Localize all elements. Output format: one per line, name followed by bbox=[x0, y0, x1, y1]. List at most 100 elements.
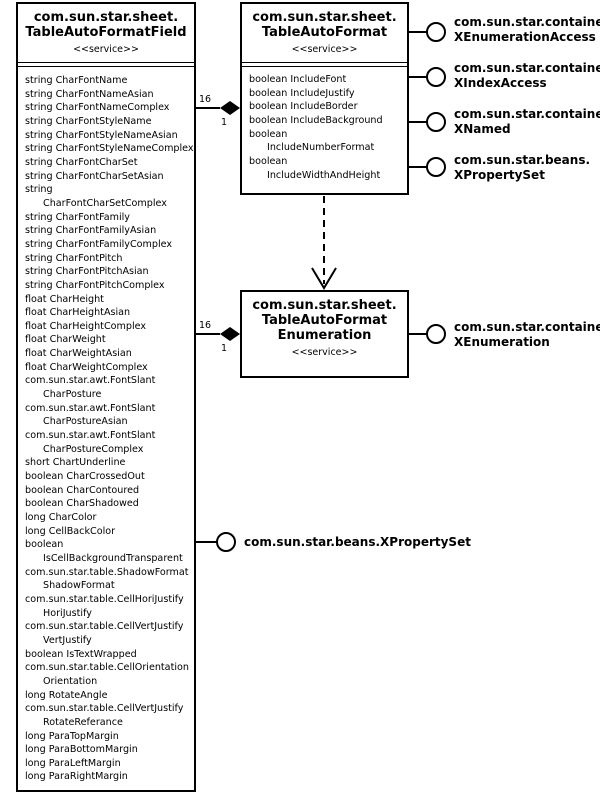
multiplicity-enum-many: 16 bbox=[199, 320, 212, 331]
attribute-type: long bbox=[25, 689, 46, 701]
attribute-row: string CharFontFamilyComplex bbox=[25, 238, 190, 252]
attribute-row: float CharHeight bbox=[25, 293, 190, 307]
attribute-type: string bbox=[25, 252, 53, 264]
attribute-row: string CharFontNameComplex bbox=[25, 101, 190, 115]
attribute-type: float bbox=[25, 293, 47, 305]
attribute-type: float bbox=[25, 361, 47, 373]
attribute-type: boolean bbox=[25, 539, 64, 551]
attribute-row: string CharFontCharSetAsian bbox=[25, 170, 190, 184]
attribute-row: string CharFontPitchComplex bbox=[25, 279, 190, 293]
attribute-type: boolean bbox=[249, 87, 288, 99]
attribute-name: IncludeBackground bbox=[290, 114, 383, 126]
attribute-name: ParaBottomMargin bbox=[48, 744, 138, 756]
attribute-row: boolean IncludeBorder bbox=[249, 100, 403, 114]
lollipop-field-property-set bbox=[195, 532, 236, 552]
attribute-type: string bbox=[25, 143, 53, 155]
lollipop-format-index-access bbox=[408, 67, 446, 87]
attribute-row: string CharFontStyleName bbox=[25, 115, 190, 129]
attribute-type: string bbox=[25, 115, 53, 127]
attribute-type: string bbox=[25, 266, 53, 278]
attribute-type: string bbox=[25, 225, 53, 237]
attribute-name: CharFontCharSet bbox=[55, 156, 138, 168]
composition-enumeration-field bbox=[195, 327, 240, 341]
attribute-name: CharFontCharSetAsian bbox=[55, 170, 164, 182]
attribute-name: RotateReferance bbox=[43, 716, 123, 728]
attribute-row: string CharFontPitch bbox=[25, 252, 190, 266]
attribute-row: string CharFontPitchAsian bbox=[25, 265, 190, 279]
attribute-row: boolean CharContoured bbox=[25, 484, 190, 498]
attribute-name: CharFontPitchAsian bbox=[55, 266, 149, 278]
format-header: com.sun.star.sheet. TableAutoFormat <<se… bbox=[242, 4, 407, 56]
attribute-type: float bbox=[25, 348, 47, 360]
attribute-name: Orientation bbox=[43, 675, 98, 687]
attribute-name: ShadowFormat bbox=[43, 580, 115, 592]
attribute-name: VertJustify bbox=[43, 634, 92, 646]
attribute-type: string bbox=[25, 129, 53, 141]
attribute-type: com.sun.star.table.CellVertJustify bbox=[25, 703, 184, 715]
attribute-name: IncludeFont bbox=[290, 74, 347, 85]
attribute-name: IncludeWidthAndHeight bbox=[267, 169, 381, 181]
attribute-row: float CharWeightComplex bbox=[25, 361, 190, 375]
attribute-name: HoriJustify bbox=[43, 607, 92, 619]
field-divider bbox=[18, 62, 194, 63]
lollipop-format-property-set bbox=[408, 157, 446, 177]
attribute-type: string bbox=[25, 184, 53, 196]
attribute-row: string CharFontFamily bbox=[25, 211, 190, 225]
attribute-type: com.sun.star.table.ShadowFormat bbox=[25, 566, 189, 578]
attribute-name: CharCrossedOut bbox=[66, 471, 145, 483]
attribute-name: CharPosture bbox=[43, 389, 102, 401]
attribute-name: IncludeBorder bbox=[290, 101, 358, 113]
attribute-type: string bbox=[25, 170, 53, 182]
enumeration-stereotype: <<service>> bbox=[291, 347, 358, 358]
attribute-row: boolean IsTextWrapped bbox=[25, 648, 190, 662]
attribute-row: long CellBackColor bbox=[25, 525, 190, 539]
attribute-type: boolean bbox=[249, 155, 288, 167]
attribute-name: CharFontStyleNameComplex bbox=[55, 143, 194, 155]
lollipop-format-named bbox=[408, 112, 446, 132]
attribute-type: float bbox=[25, 334, 47, 346]
attribute-row: string CharFontStyleNameComplex bbox=[25, 142, 194, 156]
composition-format-field bbox=[195, 101, 240, 115]
lollipop-format-enum-access bbox=[408, 22, 446, 42]
enumeration-title: com.sun.star.sheet. TableAutoFormat Enum… bbox=[252, 298, 397, 343]
attribute-row: short ChartUnderline bbox=[25, 456, 190, 470]
attribute-name: IsCellBackgroundTransparent bbox=[43, 552, 183, 564]
attribute-name: CharFontName bbox=[55, 75, 128, 86]
attribute-type: com.sun.star.table.CellHoriJustify bbox=[25, 593, 184, 605]
attribute-type: string bbox=[25, 238, 53, 250]
attribute-type: boolean bbox=[249, 74, 288, 85]
attribute-name: IncludeNumberFormat bbox=[267, 142, 375, 154]
attribute-type: com.sun.star.awt.FontSlant bbox=[25, 375, 156, 387]
attribute-row: float CharHeightAsian bbox=[25, 306, 190, 320]
attribute-row: long RotateAngle bbox=[25, 689, 190, 703]
attribute-type: long bbox=[25, 757, 46, 769]
attribute-row: boolean CharCrossedOut bbox=[25, 470, 190, 484]
attribute-row: long ParaBottomMargin bbox=[25, 743, 190, 757]
attribute-row: long CharColor bbox=[25, 511, 190, 525]
attribute-name: CharWeight bbox=[49, 334, 106, 346]
attribute-type: long bbox=[25, 744, 46, 756]
attribute-type: boolean bbox=[25, 484, 64, 496]
attribute-type: com.sun.star.awt.FontSlant bbox=[25, 402, 156, 414]
multiplicity-format-one: 1 bbox=[221, 117, 228, 128]
attribute-type: float bbox=[25, 320, 47, 332]
field-title: com.sun.star.sheet. TableAutoFormatField bbox=[25, 10, 187, 40]
interface-xindexaccess: com.sun.star.container. XIndexAccess bbox=[454, 61, 600, 90]
format-stereotype: <<service>> bbox=[291, 44, 358, 55]
attribute-name: ParaLeftMargin bbox=[48, 757, 121, 769]
table-auto-format-box: com.sun.star.sheet. TableAutoFormat <<se… bbox=[240, 2, 409, 195]
field-attribute-list: string CharFontName string CharFontNameAs… bbox=[25, 74, 194, 784]
attribute-type: boolean bbox=[25, 498, 64, 510]
lollipop-enumeration bbox=[408, 324, 446, 344]
format-divider bbox=[242, 62, 407, 63]
attribute-row: string CharFontNameAsian bbox=[25, 88, 190, 102]
attribute-name: CharShadowed bbox=[66, 498, 139, 510]
attribute-name: CharHeightComplex bbox=[49, 320, 147, 332]
